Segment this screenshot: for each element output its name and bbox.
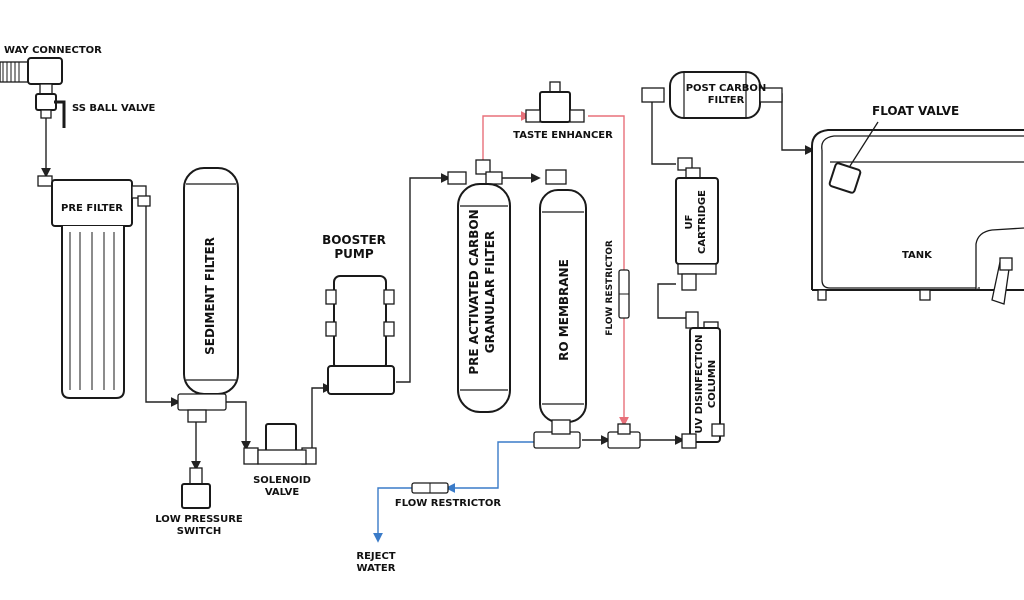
booster-pump-label-1: BOOSTER [322, 233, 386, 247]
uf-label-2: CARTRIDGE [697, 190, 708, 254]
flow-restrictor-horizontal [411, 482, 449, 494]
ro-membrane-label: RO MEMBRANE [557, 259, 571, 361]
pre-carbon-label-1: PRE ACTIVATED CARBON [467, 209, 481, 374]
low-pressure-switch [181, 467, 211, 509]
pre-filter-label: PRE FILTER [61, 203, 123, 214]
pre-carbon-label-2: GRANULAR FILTER [483, 231, 497, 353]
float-valve [828, 121, 879, 194]
uv-label-1: UV DISINFECTION [694, 334, 705, 433]
taste-enhancer-label: TASTE ENHANCER [513, 130, 613, 141]
storage-tank [811, 129, 1024, 305]
ss-ball-valve [35, 83, 66, 128]
booster-pump-label-2: PUMP [334, 247, 373, 261]
tank-label: TANK [902, 250, 933, 261]
flow-restrictor-vertical-label: FLOW RESTRICTOR [605, 240, 615, 336]
pre-filter-housing [37, 175, 151, 399]
uv-label-2: COLUMN [707, 360, 718, 408]
float-valve-label: FLOAT VALVE [872, 104, 959, 118]
uf-cartridge [675, 157, 719, 291]
uf-label-1: UF [684, 215, 695, 230]
low-pressure-switch-label-1: LOW PRESSURE [155, 514, 243, 525]
tee-junction [607, 423, 641, 449]
reject-water-label-1: REJECT [356, 551, 395, 562]
ss-ball-valve-label: SS BALL VALVE [72, 103, 156, 114]
post-carbon-label-2: FILTER [708, 95, 745, 106]
solenoid-valve-label-2: VALVE [265, 487, 300, 498]
flow-restrictor-vertical [618, 269, 630, 319]
way-connector-label: WAY CONNECTOR [4, 45, 102, 56]
sediment-filter-cartridge [177, 167, 239, 423]
post-carbon-label-1: POST CARBON [686, 83, 767, 94]
post-carbon-filter [641, 71, 783, 119]
taste-enhancer [525, 81, 585, 123]
low-pressure-switch-label-2: SWITCH [177, 526, 221, 537]
uv-disinfection-column [681, 311, 725, 449]
solenoid-valve [243, 423, 317, 465]
way-connector [0, 57, 63, 85]
sediment-filter-label: SEDIMENT FILTER [203, 237, 217, 355]
solenoid-valve-label-1: SOLENOID [253, 475, 311, 486]
reject-water-label-2: WATER [357, 563, 396, 574]
ro-membrane-housing [533, 169, 587, 449]
flow-restrictor-horizontal-label: FLOW RESTRICTOR [395, 498, 501, 509]
pre-carbon-filter [447, 159, 511, 413]
booster-pump [325, 275, 395, 395]
